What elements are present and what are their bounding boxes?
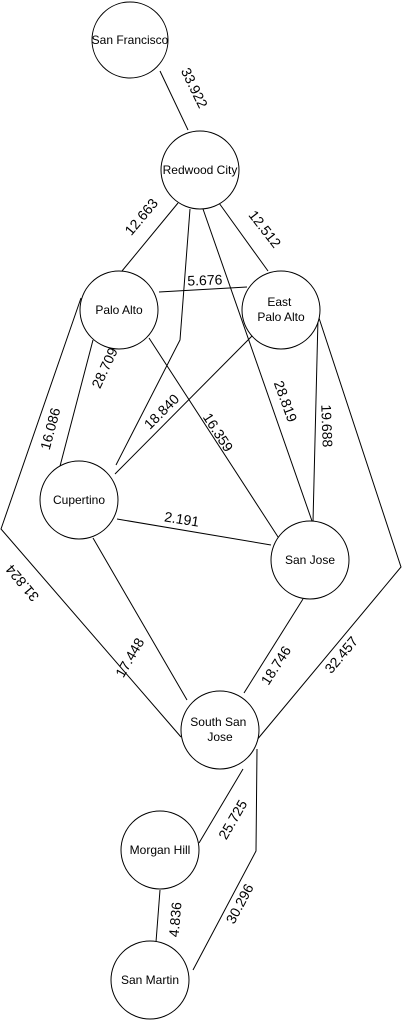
edge-san-jose-south-san-jose [243, 598, 304, 694]
node-label-south-san-jose-line-2: Jose [207, 730, 233, 744]
edge-redwood-city-cupertino [115, 208, 191, 466]
weight-san-francisco-redwood-city: 33.922 [178, 65, 211, 111]
weight-east-palo-alto-cupertino: 18.840 [141, 391, 183, 433]
edge-south-san-jose-morgan-hill [198, 768, 244, 844]
node-palo-alto: Palo Alto [79, 270, 159, 350]
edge-east-palo-alto-south-san-jose [255, 317, 402, 742]
node-label-palo-alto: Palo Alto [95, 303, 143, 317]
edges [0, 70, 402, 971]
node-label-redwood-city: Redwood City [163, 163, 238, 177]
node-east-palo-alto: East Palo Alto [241, 270, 321, 350]
node-morgan-hill: Morgan Hill [120, 810, 200, 890]
edge-palo-alto-south-san-jose [0, 297, 182, 738]
edge-redwood-city-san-jose [202, 208, 313, 522]
edge-redwood-city-palo-alto [121, 202, 179, 272]
weight-cupertino-san-jose: 2.191 [163, 508, 200, 529]
weight-palo-alto-south-san-jose: 31.824 [2, 562, 42, 605]
edge-san-francisco-redwood-city [159, 70, 189, 131]
edge-cupertino-south-san-jose [92, 537, 188, 701]
node-label-cupertino: Cupertino [53, 493, 105, 507]
weight-south-san-jose-morgan-hill: 25.725 [215, 797, 250, 842]
node-label-morgan-hill: Morgan Hill [130, 843, 191, 857]
node-south-san-jose: South San Jose [180, 690, 260, 770]
edge-cupertino-san-jose [116, 518, 272, 546]
edge-palo-alto-east-palo-alto [158, 286, 248, 293]
weight-palo-alto-east-palo-alto: 5.676 [187, 271, 223, 288]
svg-text:Redwood City: Redwood City [163, 163, 238, 177]
svg-text:San Martin: San Martin [121, 973, 179, 987]
node-label-east-palo-alto-line-2: Palo Alto [257, 310, 305, 324]
node-label-san-jose: San Jose [285, 553, 335, 567]
edge-south-san-jose-san-martin [192, 748, 258, 971]
svg-text:Cupertino: Cupertino [53, 493, 105, 507]
svg-text:East Palo Alto: East Palo Alto [257, 295, 305, 324]
edge-palo-alto-san-jose [148, 337, 281, 541]
weight-redwood-city-cupertino: 28.709 [88, 345, 121, 391]
node-cupertino: Cupertino [39, 460, 119, 540]
node-label-east-palo-alto-line-1: East [267, 295, 292, 309]
weight-redwood-city-palo-alto: 12.663 [121, 195, 161, 238]
node-san-jose: San Jose [270, 520, 350, 600]
node-label-san-martin: San Martin [121, 973, 179, 987]
node-label-south-san-jose-line-1: South San [190, 715, 246, 729]
weight-morgan-hill-san-martin: 4.836 [166, 901, 185, 938]
svg-text:Palo Alto: Palo Alto [95, 303, 143, 317]
node-san-francisco: San Francisco [91, 1, 169, 79]
weight-cupertino-south-san-jose: 17.448 [112, 635, 147, 680]
edge-redwood-city-east-palo-alto [218, 202, 269, 272]
svg-text:Morgan Hill: Morgan Hill [130, 843, 191, 857]
edge-east-palo-alto-san-jose [312, 317, 319, 523]
svg-text:San Francisco: San Francisco [92, 33, 169, 47]
weight-east-palo-alto-san-jose: 19.688 [318, 404, 335, 448]
weight-redwood-city-east-palo-alto: 12.512 [245, 207, 284, 251]
weight-san-jose-south-san-jose: 18.746 [257, 643, 294, 688]
edge-palo-alto-cupertino [58, 339, 94, 471]
edge-east-palo-alto-cupertino [114, 335, 253, 475]
node-label-san-francisco: San Francisco [92, 33, 169, 47]
svg-text:San Jose: San Jose [285, 553, 335, 567]
edge-morgan-hill-san-martin [155, 889, 161, 943]
node-redwood-city: Redwood City [160, 130, 240, 210]
node-san-martin: San Martin [110, 940, 190, 1020]
weight-palo-alto-san-jose: 16.359 [200, 410, 237, 455]
svg-text:South San Jose: South San Jose [190, 715, 249, 744]
